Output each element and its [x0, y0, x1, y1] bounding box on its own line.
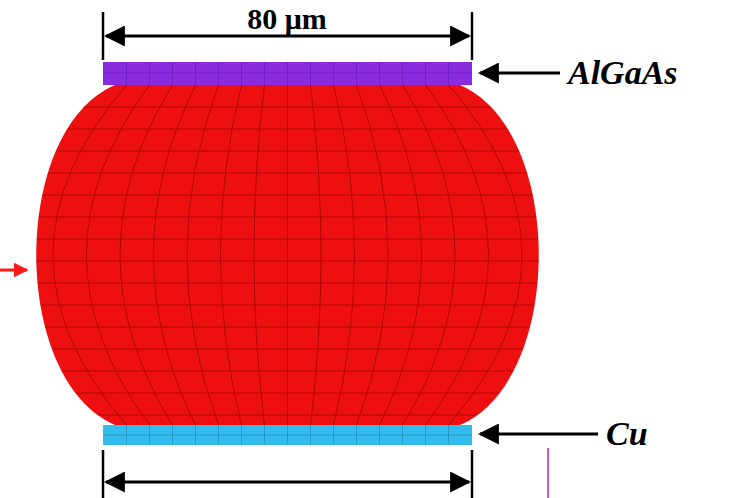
- material-label: AlGaAs: [568, 56, 678, 90]
- material-label: Cu: [606, 417, 648, 451]
- dimension-label: 80 μm: [243, 4, 331, 34]
